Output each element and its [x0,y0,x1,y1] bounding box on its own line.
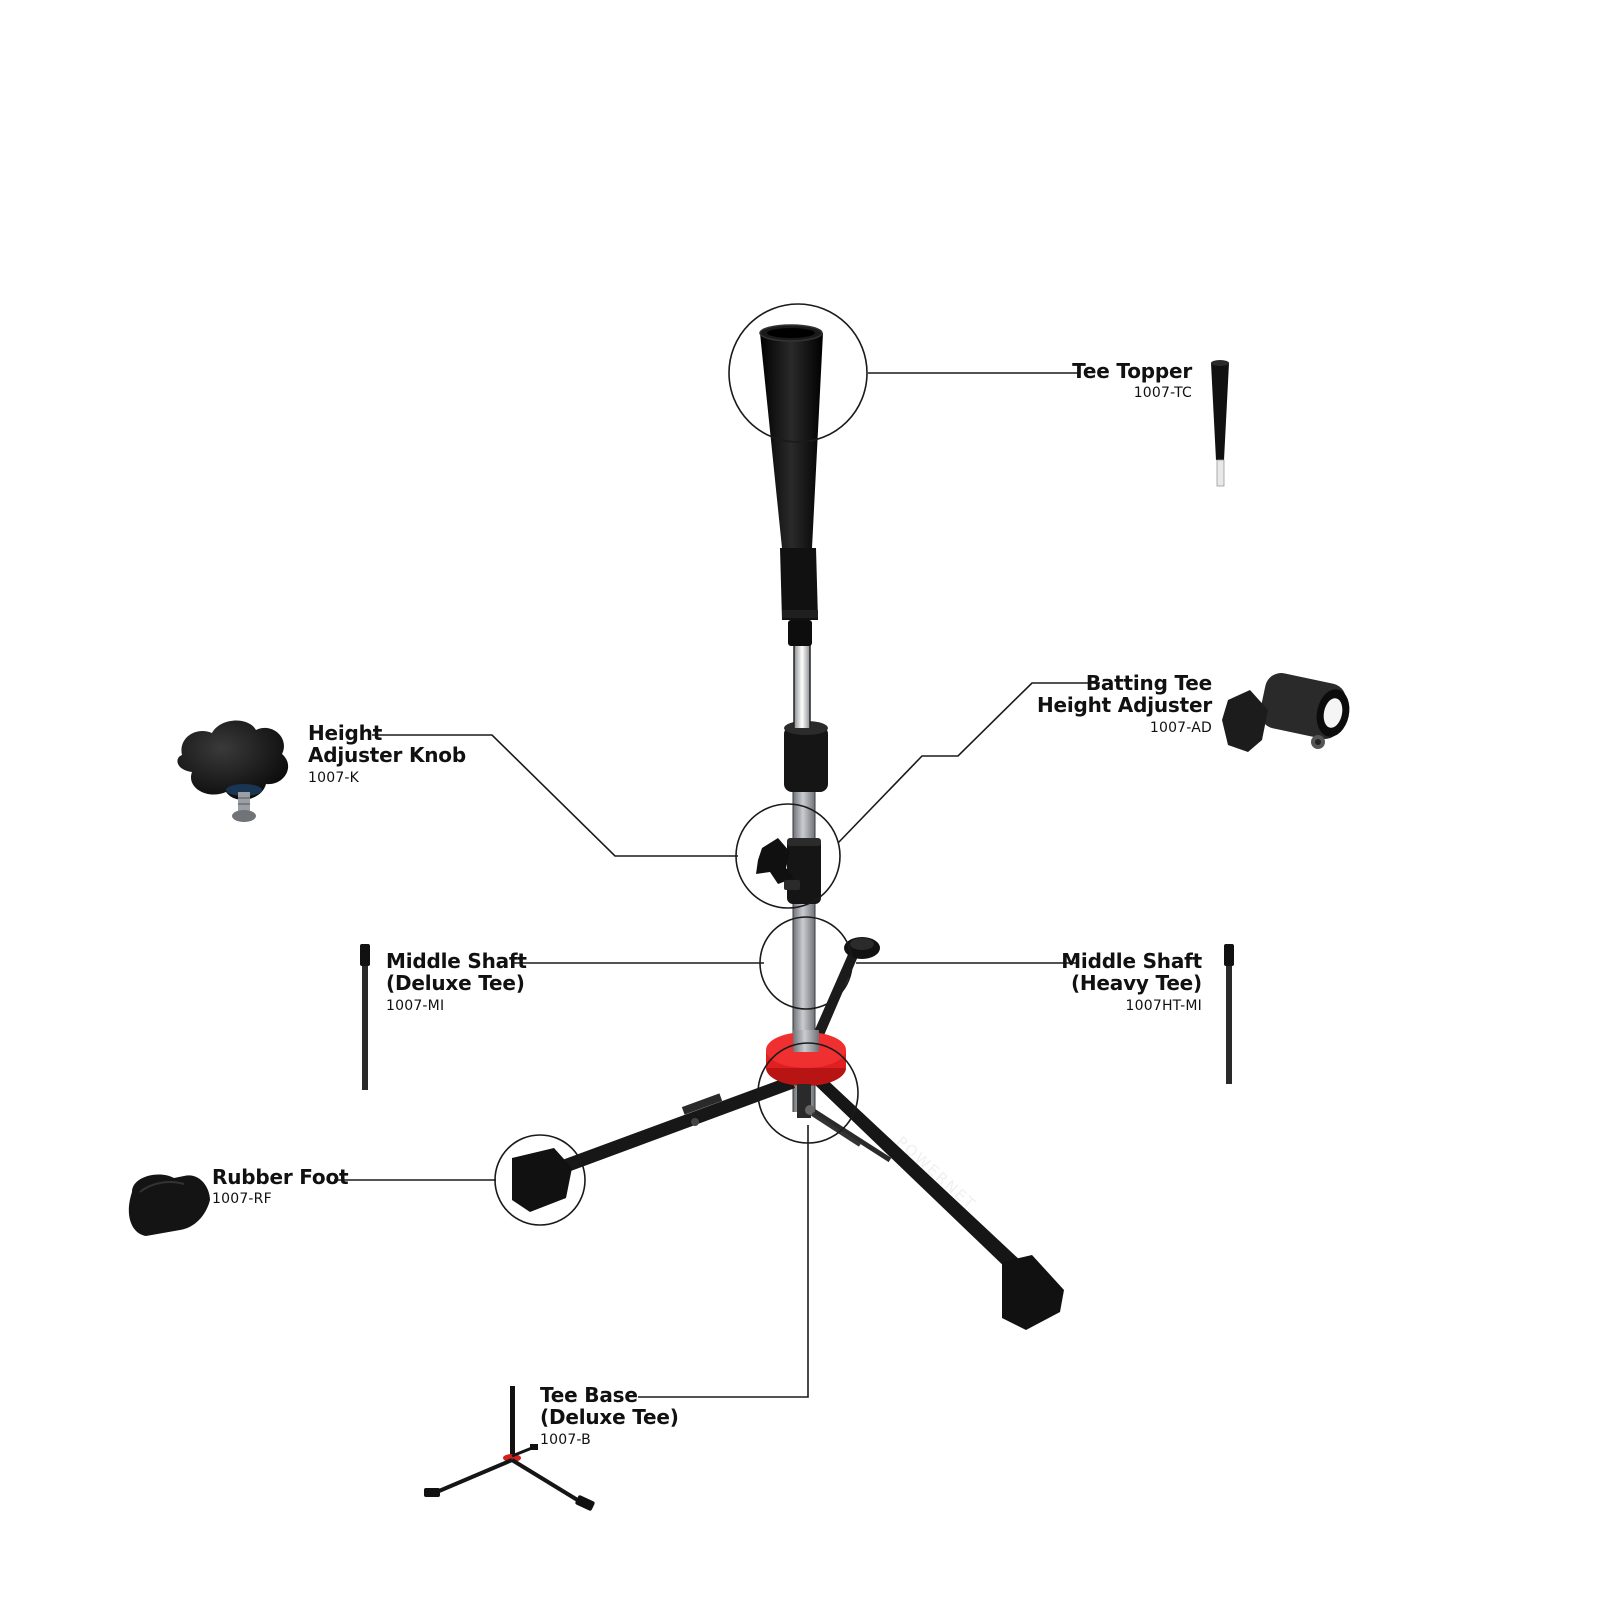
middle-shaft-heavy-name-line2: (Heavy Tee) [1070,971,1202,996]
middle-shaft-deluxe-name-line1: Middle Shaft [386,949,527,973]
brand-mark: POWERNET [892,1133,979,1214]
tee-topper-name: Tee Topper [1072,359,1192,383]
tee-base-name-line2: (Deluxe Tee) [540,1405,679,1430]
middle-shaft-deluxe-name-line2: (Deluxe Tee) [386,971,525,996]
tee-base-leader [638,1125,809,1398]
tee-topper-part-number: 1007-TC [1133,385,1192,402]
label-height-adjuster: Batting Tee Height Adjuster 1007-AD [1037,672,1212,736]
detail-circles [494,303,868,1226]
tee-base-thumbnail [424,1386,595,1511]
label-rubber-foot: Rubber Foot 1007-RF [212,1165,349,1208]
callout-lines [334,372,1100,1398]
height-adjuster-part-number: 1007-AD [1149,719,1212,736]
tee-base-name-line1: Tee Base [540,1383,638,1407]
right-leg [812,1075,1022,1272]
adjuster-knob-name-line1: Height [308,721,383,745]
left-foot [512,1148,572,1212]
knob-detail-circle [735,803,841,909]
back-leg [806,943,862,1054]
tee-base-part-number: 1007-B [540,1431,591,1448]
label-tee-topper: Tee Topper 1007-TC [1072,360,1192,402]
adjuster-knob-name-line2: Adjuster Knob [308,743,466,768]
upper-sleeve [784,726,828,792]
height-adjuster-leader [837,682,1100,844]
middle-shaft-deluxe-part-number: 1007-MI [386,997,445,1014]
clamp-knob [756,838,794,884]
middle-shaft-heavy-thumbnail [1224,944,1234,1084]
rubber-foot-name: Rubber Foot [212,1165,349,1189]
topper-collar [780,548,818,620]
hub-detail-circle [757,1042,859,1144]
tee-topper-thumbnail [1211,360,1229,487]
chrome-shaft [794,644,810,728]
height-adjuster-thumbnail [1222,673,1350,752]
adjuster-knob-thumbnail [177,720,289,822]
label-tee-base: Tee Base (Deluxe Tee) 1007-B [540,1384,679,1448]
foot-detail-circle [494,1134,586,1226]
rubber-foot-part-number: 1007-RF [212,1191,272,1208]
main-tee: POWERNET [512,324,1064,1330]
middle-shaft-heavy-name-line1: Middle Shaft [1061,949,1202,973]
middle-shaft-deluxe-thumbnail [360,944,370,1090]
height-adjuster-name-line2: Height Adjuster [1036,693,1212,718]
height-adjuster-name-line1: Batting Tee [1085,671,1212,695]
shaft-detail-circle [759,916,853,1010]
topper-body [760,333,823,548]
label-adjuster-knob: Height Adjuster Knob 1007-K [308,722,466,786]
label-middle-shaft-heavy: Middle Shaft (Heavy Tee) 1007HT-MI [1061,950,1202,1014]
label-middle-shaft-deluxe: Middle Shaft (Deluxe Tee) 1007-MI [386,950,527,1014]
left-leg [554,1076,795,1175]
rubber-foot-thumbnail [128,1174,210,1236]
adjuster-clamp [787,838,821,904]
adjuster-knob-part-number: 1007-K [308,769,360,786]
right-foot [1002,1255,1064,1330]
middle-shaft-heavy-part-number: 1007HT-MI [1125,997,1202,1014]
adjuster-knob-leader [372,734,738,857]
topper-detail-circle [728,303,868,443]
